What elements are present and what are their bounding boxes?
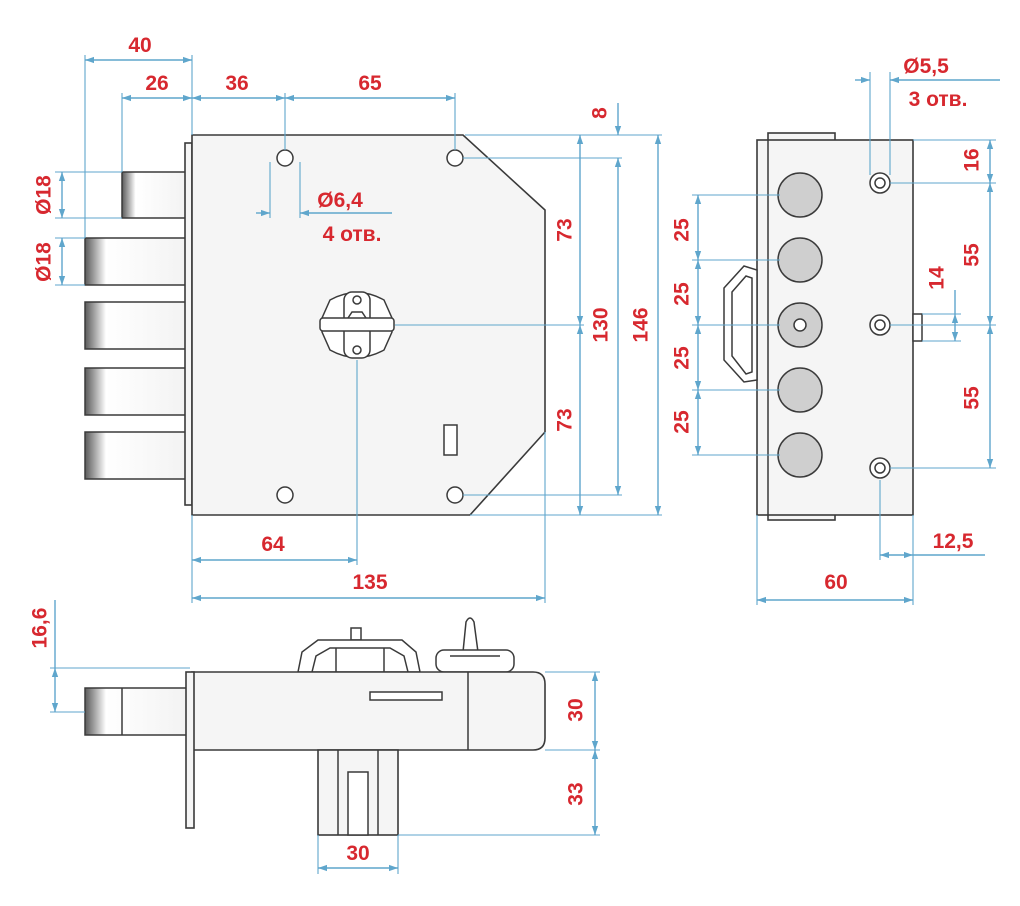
bolt-2 (84, 237, 191, 286)
label-64: 64 (261, 533, 285, 556)
label-73-bottom: 73 (554, 408, 577, 431)
label-60: 60 (824, 571, 847, 594)
side-latch-tab (912, 313, 923, 342)
label-25-2: 25 (671, 282, 694, 306)
label-73-top: 73 (554, 218, 577, 241)
label-30-height: 30 (565, 698, 588, 721)
side-view (723, 132, 923, 521)
front-side-plate (184, 142, 193, 506)
front-dimensions (55, 55, 662, 603)
label-dia6-4: Ø6,4 (317, 189, 363, 212)
label-55-bottom: 55 (961, 386, 984, 410)
label-146: 146 (630, 307, 653, 342)
bottom-lock-body (191, 671, 546, 751)
label-25-4: 25 (671, 410, 694, 434)
label-65: 65 (358, 72, 382, 95)
bolt-top (121, 171, 191, 219)
front-cylinder (319, 291, 395, 359)
bolt-head-1 (777, 172, 823, 218)
side-labels: Ø5,5 3 отв. 16 55 14 55 25 25 25 25 12,5… (671, 55, 984, 594)
label-135: 135 (352, 571, 387, 594)
front-slot (443, 424, 458, 456)
label-130: 130 (590, 307, 613, 342)
label-4-holes: 4 отв. (323, 223, 382, 246)
side-lever (723, 265, 758, 383)
label-25-1: 25 (671, 218, 694, 242)
bolt-head-2 (777, 237, 823, 283)
label-14: 14 (926, 266, 949, 290)
bolt-head-4 (777, 367, 823, 413)
label-26: 26 (145, 72, 168, 95)
label-30-width: 30 (346, 842, 369, 865)
front-view (84, 134, 546, 516)
front-hole-top-right (446, 149, 464, 167)
label-3-holes: 3 отв. (909, 88, 968, 111)
side-bolt-heads (777, 172, 823, 478)
label-16-6: 16,6 (29, 608, 52, 649)
bottom-cylinder-cap (297, 627, 421, 673)
bottom-knob (435, 617, 515, 673)
bottom-slot (369, 691, 443, 701)
bottom-dimensions (50, 600, 600, 874)
label-dia18-second: Ø18 (33, 242, 56, 282)
label-33: 33 (565, 782, 588, 805)
label-40: 40 (128, 34, 151, 57)
label-25-3: 25 (671, 346, 694, 370)
bolt-4 (84, 367, 191, 416)
label-55-top: 55 (961, 243, 984, 267)
bolt-head-5 (777, 432, 823, 478)
bolt-head-3-center (793, 318, 807, 332)
label-dia18-top: Ø18 (33, 175, 56, 215)
front-hole-bottom-left (276, 486, 294, 504)
side-dimensions (692, 72, 1000, 605)
side-screw-holes (869, 172, 891, 479)
bottom-labels: 16,6 30 33 30 (29, 608, 588, 865)
label-36: 36 (225, 72, 248, 95)
front-bolts (84, 171, 191, 480)
front-hole-top-left (276, 149, 294, 167)
label-16: 16 (961, 148, 984, 171)
bolt-3 (84, 301, 191, 350)
label-12-5: 12,5 (933, 530, 974, 553)
bottom-view (84, 617, 546, 836)
label-dia5-5: Ø5,5 (903, 55, 949, 78)
label-8: 8 (589, 107, 612, 119)
front-labels: 40 26 36 65 8 Ø18 Ø18 Ø6,4 4 отв. 73 130… (33, 34, 653, 594)
bottom-bolt (84, 687, 191, 736)
bolt-5 (84, 431, 191, 480)
bottom-lower-block (317, 749, 399, 836)
front-hole-bottom-right (446, 486, 464, 504)
bottom-side-plate (185, 671, 195, 829)
